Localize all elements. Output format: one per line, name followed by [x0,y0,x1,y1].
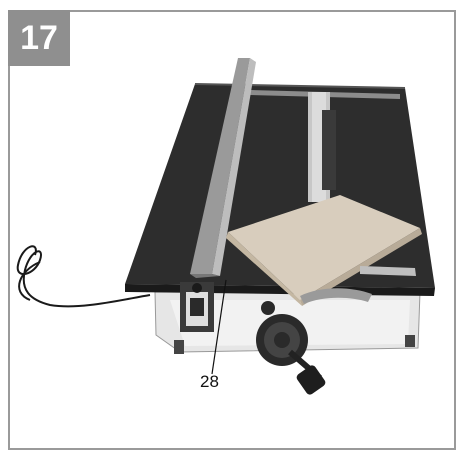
fence-clamp [180,282,214,332]
measuring-scale [360,266,416,276]
wood-workpiece [228,195,420,300]
rip-fence [190,58,256,278]
power-cord [16,245,151,308]
saw-foot [174,340,184,354]
lock-knob [261,301,275,315]
blade-guard [308,92,336,202]
figure-number-badge: 17 [8,10,70,66]
saw-foot [405,335,415,347]
handwheel [256,314,326,395]
callout-28-leader [211,279,227,375]
callout-label: 28 [200,372,219,391]
miter-gauge [300,288,372,304]
